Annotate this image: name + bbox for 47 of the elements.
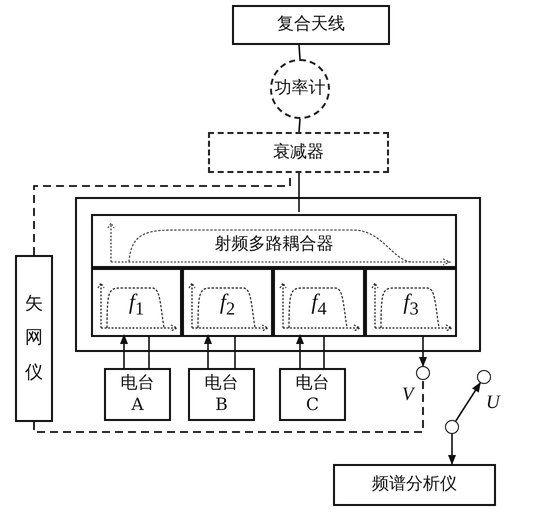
enclosure-box xyxy=(75,197,481,352)
connector-line xyxy=(148,335,150,368)
block-box xyxy=(333,464,496,506)
block-label: 衰减器 xyxy=(273,142,324,164)
filter-label: f$_{2}$ xyxy=(220,288,236,321)
filter-box xyxy=(273,268,365,337)
arrow xyxy=(455,382,481,422)
block-label: 频谱分析仪 xyxy=(372,474,457,496)
block-label: A xyxy=(131,394,144,416)
block-label: B xyxy=(215,394,228,416)
filter-box xyxy=(91,268,182,337)
connector-line xyxy=(298,118,301,132)
block-box xyxy=(188,368,255,421)
block-label: 复合天线 xyxy=(277,14,345,36)
arrow xyxy=(296,334,304,368)
connector-line xyxy=(298,173,300,212)
terminal-circle xyxy=(477,370,491,384)
block-label: 电台 xyxy=(296,373,330,394)
arrow xyxy=(120,334,128,368)
arrow xyxy=(419,335,427,367)
block-label: 电台 xyxy=(120,373,154,394)
block-label: 矢网仪 xyxy=(24,292,44,385)
filter-box xyxy=(182,268,273,337)
filter-label: f$_{1}$ xyxy=(128,288,144,321)
terminal-label: V xyxy=(402,384,414,406)
analyzer-box xyxy=(15,255,53,422)
terminal-label: U xyxy=(486,392,500,414)
filter-label: f$_{4}$ xyxy=(311,288,327,321)
filter-box xyxy=(365,268,457,337)
dashed-connector xyxy=(33,380,424,433)
block-label: 功率计 xyxy=(274,78,326,100)
arrow xyxy=(448,434,456,465)
filter-label: f$_{3}$ xyxy=(403,288,419,321)
terminal-circle xyxy=(416,366,430,380)
block-label: 电台 xyxy=(204,373,238,394)
connector-line xyxy=(298,44,301,60)
connector-line xyxy=(234,335,236,368)
block-box xyxy=(279,368,346,421)
arrow xyxy=(204,334,212,368)
block-label: 射频多路耦合器 xyxy=(214,234,334,256)
coupler-box xyxy=(91,214,457,268)
connector-line xyxy=(323,335,325,368)
block-box xyxy=(104,368,171,421)
block-box xyxy=(232,5,390,45)
attenuator-box xyxy=(208,132,389,173)
block-label: C xyxy=(306,394,319,416)
terminal-circle xyxy=(445,420,459,434)
